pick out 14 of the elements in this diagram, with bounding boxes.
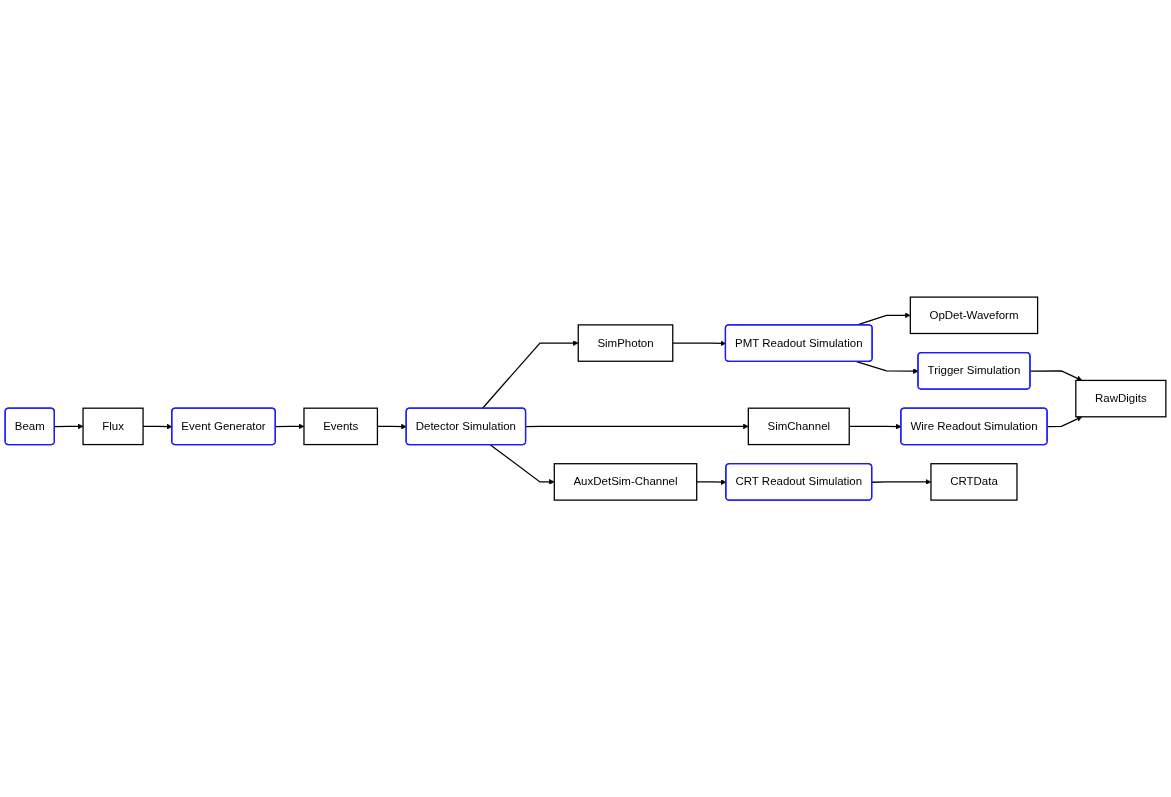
node-box: RawDigits — [1075, 379, 1167, 418]
arrow — [1029, 370, 1083, 381]
arrow — [489, 444, 555, 485]
node-box: OpDet-Waveform — [909, 296, 1039, 335]
node-box: Flux — [82, 407, 144, 446]
arrow — [672, 340, 726, 346]
arrow — [481, 340, 579, 410]
node-box: CRTData — [930, 462, 1018, 501]
node-box: AuxDetSim-Channel — [553, 462, 698, 501]
arrow — [54, 423, 84, 430]
node-box: Events — [303, 407, 379, 446]
arrow — [525, 423, 749, 430]
node-box: SimChannel — [747, 407, 850, 446]
node-box: SimPhoton — [577, 324, 674, 362]
